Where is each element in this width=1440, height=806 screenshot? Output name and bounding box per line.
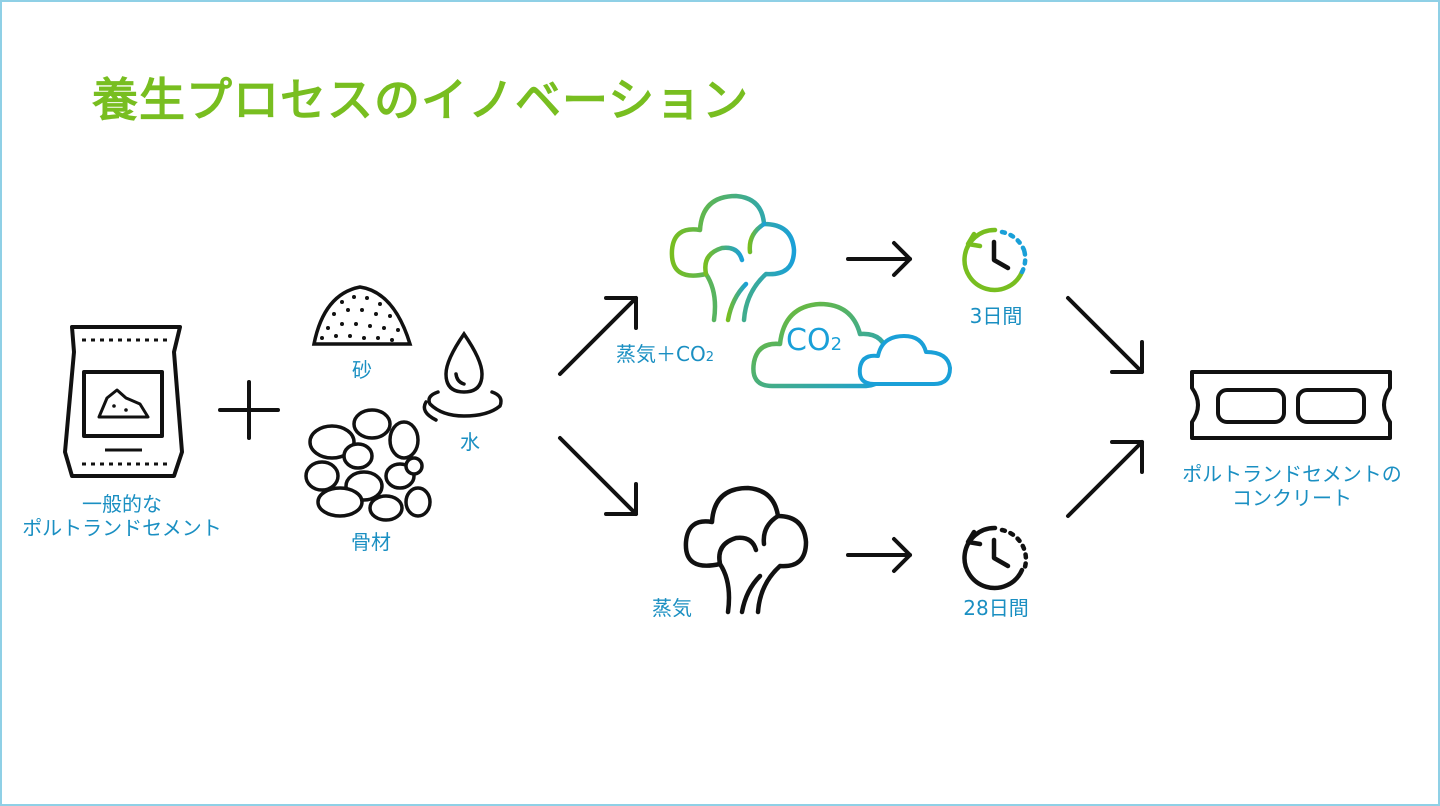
page-title: 養生プロセスのイノベーション: [92, 73, 750, 127]
time-fast-label: 3日間: [969, 304, 1023, 328]
steam-co2-cloud-icon: [669, 193, 797, 323]
branch-arrows: [558, 296, 638, 516]
steam-co2-label-subscript: 2: [705, 350, 714, 365]
water-label: 水: [460, 430, 480, 454]
cement-label: 一般的な ポルトランドセメント: [22, 492, 222, 540]
result-label: ポルトランドセメントの コンクリート: [1172, 462, 1412, 510]
cement-label-line2: ポルトランドセメント: [22, 516, 222, 540]
co2-cloud-label: CO2: [786, 324, 842, 362]
time-arrows: [846, 241, 912, 573]
plus-icon: [218, 380, 280, 440]
steam-co2-label: 蒸気＋CO2: [616, 342, 714, 370]
sand-pile-icon: [311, 285, 413, 346]
small-cloud-icon: [857, 334, 952, 386]
co2-cloud-subscript: 2: [830, 334, 843, 355]
concrete-block-icon: [1190, 370, 1392, 440]
time-slow-label: 28日間: [963, 596, 1029, 620]
steam-label: 蒸気: [652, 596, 692, 620]
co2-cloud-text: CO: [786, 323, 831, 358]
water-drop-icon: [422, 330, 503, 422]
clock-slow-icon: [962, 525, 1029, 591]
merge-arrows: [1066, 296, 1144, 518]
aggregate-label: 骨材: [351, 530, 391, 554]
sand-label: 砂: [352, 358, 372, 382]
cement-bag-icon: [63, 325, 184, 478]
clock-fast-icon: [962, 227, 1028, 293]
result-label-line2: コンクリート: [1232, 486, 1352, 510]
result-label-line1: ポルトランドセメントの: [1182, 462, 1402, 486]
aggregate-stones-icon: [304, 408, 432, 522]
steam-co2-label-text: 蒸気＋CO: [616, 342, 706, 366]
cement-label-line1: 一般的な: [82, 492, 162, 516]
steam-cloud-icon: [683, 485, 809, 615]
